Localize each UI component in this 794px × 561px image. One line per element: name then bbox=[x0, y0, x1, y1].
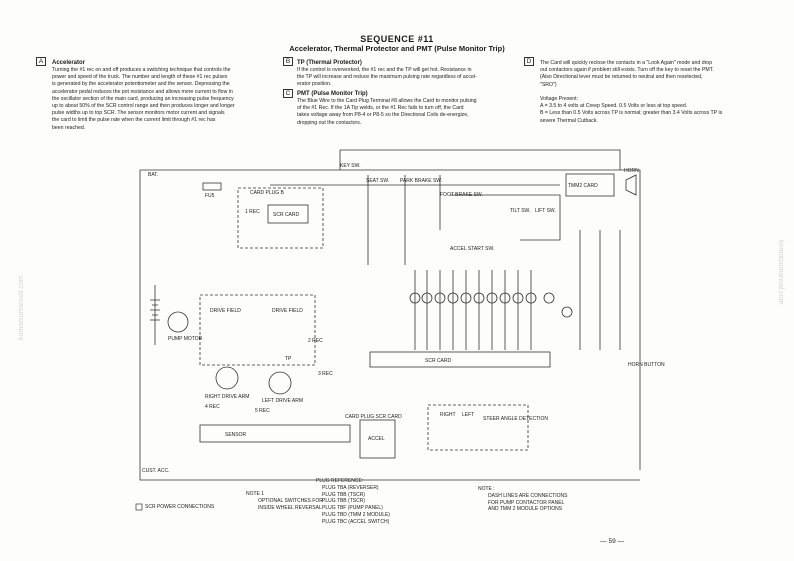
section-c-title: PMT (Pulse Monitor Trip) bbox=[297, 91, 368, 97]
horn-button-label: HORN BUTTON bbox=[628, 362, 665, 368]
horn-label: HORN bbox=[624, 168, 639, 174]
rec2-label: 2 REC bbox=[308, 338, 323, 344]
section-c-text: The Blue Wire to the Card Plug Terminal … bbox=[297, 98, 477, 126]
sensor-label: SENSOR bbox=[225, 432, 247, 438]
accel-start-label: ACCEL START SW. bbox=[450, 246, 494, 252]
rec1-label: 1 REC bbox=[245, 209, 260, 215]
scr-card-top-label: SCR CARD bbox=[273, 212, 300, 218]
tilt-sw-label: TILT SW. bbox=[510, 208, 530, 214]
page-title: SEQUENCE #11 bbox=[360, 34, 434, 44]
pump-motor-label: PUMP MOTOR bbox=[168, 336, 203, 342]
drive-field-right-label: DRIVE FIELD bbox=[272, 308, 303, 314]
card-plug-label: CARD PLUG B bbox=[250, 190, 285, 196]
drive-field-left-label: DRIVE FIELD bbox=[210, 308, 241, 314]
section-b-letter: B bbox=[283, 57, 293, 66]
seat-sw-label: SEAT SW. bbox=[366, 178, 389, 184]
accel-label: ACCEL bbox=[368, 436, 385, 442]
note2: NOTE : DASH LINES ARE CONNECTIONS FOR PU… bbox=[478, 486, 568, 513]
section-b-text: If the control is overworked, the #1 rec… bbox=[297, 67, 477, 88]
rec5-label: 5 REC bbox=[255, 408, 270, 414]
scr-power-label: SCR POWER CONNECTIONS bbox=[145, 504, 215, 510]
note1: NOTE 1 OPTIONAL SWITCHES FOR INSIDE WHEE… bbox=[246, 491, 323, 511]
steer-angle-label: STEER ANGLE DETECTION bbox=[483, 416, 548, 422]
section-d-letter: D bbox=[524, 57, 534, 66]
right-label: RIGHT bbox=[440, 412, 456, 418]
bat-label: BAT. bbox=[148, 172, 158, 178]
park-brake-label: PARK BRAKE SW. bbox=[400, 178, 442, 184]
tp-label: TP bbox=[285, 356, 292, 362]
page-number: — 59 — bbox=[600, 538, 624, 545]
left-label: LEFT bbox=[462, 412, 474, 418]
scr-card-bottom-label: SCR CARD bbox=[425, 358, 452, 364]
rec3-label: 3 REC bbox=[318, 371, 333, 377]
scr-power-icon bbox=[135, 503, 143, 511]
section-b-title: TP (Thermal Protector) bbox=[297, 60, 362, 66]
foot-brake-label: FOOT BRAKE SW. bbox=[440, 192, 483, 198]
section-c-letter: C bbox=[283, 89, 293, 98]
section-d-text: The Card will quickly reclose the contac… bbox=[540, 60, 714, 88]
plug-reference: PLUG REFERENCE: PLUG TBA (REVERSER) PLUG… bbox=[316, 478, 390, 525]
left-drive-arm-label: LEFT DRIVE ARM bbox=[262, 398, 303, 404]
key-sw-label: KEY SW. bbox=[340, 163, 360, 169]
cust-acc-label: CUST. ACC. bbox=[142, 468, 170, 474]
voltage-present-text: Voltage Present: A = 3.5 to 4 volts at C… bbox=[540, 96, 723, 124]
section-a-title: Accelerator bbox=[52, 60, 86, 66]
section-a-letter: A bbox=[36, 57, 46, 66]
tmm2-card-label: TMM2 CARD bbox=[568, 183, 598, 189]
section-a-text: Turning the #1 rec on and off produces a… bbox=[52, 67, 235, 131]
lift-sw-label: LIFT SW. bbox=[535, 208, 556, 214]
right-drive-arm-label: RIGHT DRIVE ARM bbox=[205, 394, 249, 400]
rec4-label: 4 REC bbox=[205, 404, 220, 410]
card-plug-scr-label: CARD PLUG SCR CARD bbox=[345, 414, 402, 420]
page-subtitle: Accelerator, Thermal Protector and PMT (… bbox=[289, 44, 505, 53]
fuse-label: FU5 bbox=[205, 193, 215, 199]
